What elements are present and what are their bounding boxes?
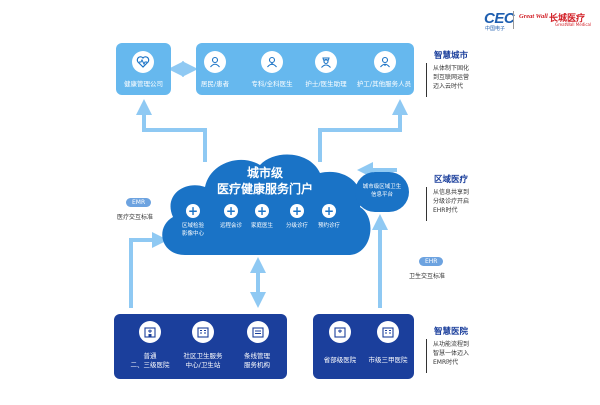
regional-desc: 从信息共享到 分级诊疗开启 EHR时代 (433, 188, 469, 216)
smart-hospital-desc: 从功能流程到 智慧一体迈入 EMR时代 (433, 340, 469, 368)
arrow-cloud-to-company (136, 99, 207, 162)
service-label: 远程会诊 (219, 223, 242, 229)
plus-icon: + (290, 204, 304, 218)
smart-city-desc: 从体制下固化 到互联网运营 迈入云时代 (433, 64, 469, 92)
arrow-hospitals-to-cloud (129, 232, 168, 308)
line-management-label: 条线管理 服务机构 (232, 352, 282, 370)
health-company-label: 健康管理公司 (124, 80, 163, 88)
greatwall-logo: Great Wall (519, 13, 548, 20)
regional-desc-line: EHR时代 (433, 207, 458, 215)
emr-tag: EMR (126, 198, 152, 207)
service-remote-consult: 远程会诊 (214, 222, 248, 230)
smart-hospital-title: 智慧医院 (434, 327, 469, 337)
arrow-cloud-to-roles (318, 99, 408, 162)
smart-city-desc-line: 迈入云时代 (433, 83, 464, 91)
regional-title: 区域医疗 (434, 175, 469, 185)
ehr-tag: EHR (419, 257, 444, 266)
smart-hospital-desc-line: 从功能流程到 (433, 341, 470, 348)
city-hospital-icon (377, 321, 399, 343)
doctor-icon (261, 51, 283, 73)
smart-hospital-desc-line: 智慧一体迈入 (433, 350, 470, 358)
city-hospital-label: 市级三甲医院 (368, 356, 408, 364)
smart-city-title: 智慧城市 (434, 51, 469, 61)
hospital-label-line: 服务机构 (244, 361, 270, 369)
hospital-label-line: 中心/卫生站 (185, 361, 221, 369)
plus-icon: + (186, 204, 200, 218)
management-agency-icon (247, 321, 269, 343)
hospital-icon (139, 321, 161, 343)
provincial-hospital-label: 省部级医院 (323, 356, 357, 364)
portal-title: 城市级 医疗健康服务门户 (215, 165, 315, 197)
hospital-label-line: 条线管理 (244, 352, 270, 360)
emr-standard-label: 医疗交互标准 (117, 214, 154, 221)
regional-desc-line: 从信息共享到 (433, 189, 470, 196)
role-label-nurse: 护士/医生助理 (305, 80, 347, 88)
hospitals-right-box: 省部级医院 市级三甲医院 (313, 314, 414, 379)
plus-icon: + (224, 204, 238, 218)
smart-hospital-desc-line: EMR时代 (433, 359, 459, 367)
service-label: 预约诊疗 (317, 223, 340, 229)
plus-icon: + (322, 204, 336, 218)
greatwall-logo-cn: 长城医疗 (549, 14, 586, 24)
regional-platform-bubble (355, 172, 409, 212)
greatwall-logo-en: GreatWall Medical (555, 22, 592, 27)
heart-monitor-icon (132, 51, 154, 73)
resident-icon (204, 51, 226, 73)
service-tiered-care: 分级诊疗 (281, 222, 313, 230)
logo-divider (513, 11, 514, 29)
hospital-label-line: 普通 (143, 352, 157, 360)
cec-logo-subtitle: 中国电子 (485, 26, 506, 32)
ehr-standard-label: 卫生交互标准 (409, 273, 446, 280)
portal-title-line: 医疗健康服务门户 (216, 182, 313, 196)
platform-label-line: 城市级区域卫生 (362, 184, 402, 190)
service-label: 影像中心 (181, 231, 204, 237)
hospital-label-line: 社区卫生服务 (183, 352, 223, 360)
smart-city-desc-line: 到互联网运营 (433, 74, 470, 82)
platform-label-line: 信息平台 (370, 192, 393, 198)
community-clinic-icon (192, 321, 214, 343)
cec-logo: CEC (484, 10, 515, 27)
caregiver-icon (374, 51, 396, 73)
regional-divider (426, 187, 427, 221)
health-company-box: 健康管理公司 (116, 43, 171, 95)
role-label-resident: 居民/患者 (200, 80, 230, 88)
community-center-label: 社区卫生服务 中心/卫生站 (174, 352, 232, 370)
smart-city-divider (426, 63, 427, 97)
portal-title-line: 城市级 (246, 166, 283, 180)
smart-city-desc-line: 从体制下固化 (433, 65, 470, 72)
service-family-doctor: 家庭医生 (246, 222, 278, 230)
service-label: 家庭医生 (250, 223, 273, 229)
hospitals-left-box: 普通 二、三级医院 社区卫生服务 中心/卫生站 条线管理 服务机构 (114, 314, 287, 379)
regional-platform-label: 城市级区域卫生 信息平台 (355, 183, 409, 199)
service-label: 区域检验 (181, 223, 204, 229)
service-label: 分级诊疗 (285, 223, 308, 229)
regional-desc-line: 分级诊疗开启 (433, 198, 470, 206)
nurse-icon (315, 51, 337, 73)
plus-icon: + (255, 204, 269, 218)
service-appointment: 预约诊疗 (313, 222, 345, 230)
service-regional-lab-imaging: 区域检验 影像中心 (173, 222, 213, 238)
provincial-hospital-icon (329, 321, 351, 343)
role-label-caregiver: 护工/其他服务人员 (356, 80, 412, 88)
general-hospital-label: 普通 二、三级医院 (122, 352, 178, 370)
hospital-label-line: 二、三级医院 (130, 361, 170, 369)
roles-box: 居民/患者 专科/全科医生 护士/医生助理 护工/其他服务人员 (196, 43, 414, 95)
smart-hospital-divider (426, 339, 427, 373)
role-label-doctor: 专科/全科医生 (251, 80, 293, 88)
